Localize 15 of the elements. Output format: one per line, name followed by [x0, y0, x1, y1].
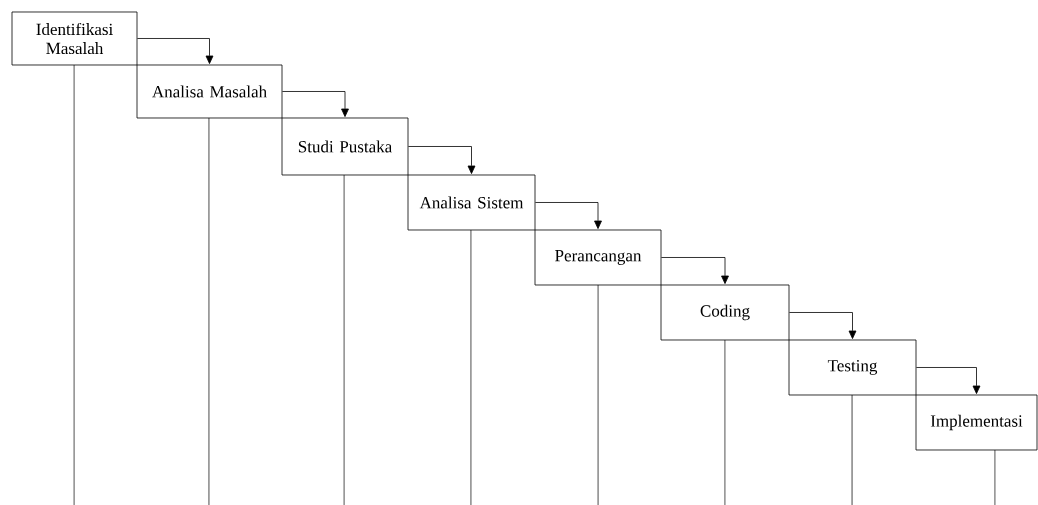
process-box: Studi Pustaka: [281, 117, 409, 176]
process-box: Identifikasi Masalah: [11, 11, 138, 66]
arrow: [789, 312, 857, 339]
process-box: Perancangan: [534, 229, 662, 286]
process-box: Implementasi: [915, 394, 1038, 451]
process-box: Testing: [788, 339, 917, 396]
process-box: Analisa Masalah: [136, 64, 283, 119]
arrow: [661, 257, 729, 284]
arrow: [137, 38, 214, 64]
arrow: [535, 202, 602, 229]
process-box: Analisa Sistem: [407, 174, 536, 231]
process-box: Coding: [660, 284, 790, 341]
arrow: [282, 91, 349, 117]
arrow: [916, 367, 981, 394]
arrow: [408, 146, 476, 174]
